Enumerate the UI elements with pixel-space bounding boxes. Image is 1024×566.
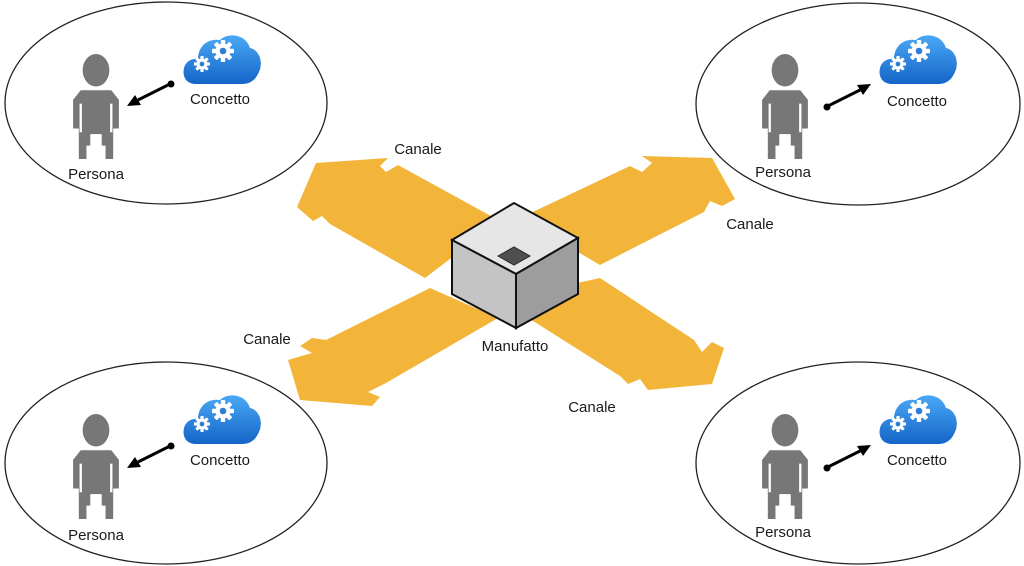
concept-label: Concetto bbox=[190, 452, 250, 469]
channel-label-down-left: Canale bbox=[243, 331, 291, 348]
group-boundary bbox=[695, 2, 1021, 206]
person-label: Persona bbox=[68, 166, 125, 183]
group-boundary bbox=[4, 361, 328, 565]
channel-label-up-right: Canale bbox=[726, 216, 774, 233]
group-bottom-left: Persona Concetto bbox=[4, 361, 328, 565]
group-boundary bbox=[4, 1, 328, 205]
person-label: Persona bbox=[68, 527, 125, 544]
person-label: Persona bbox=[755, 164, 812, 181]
group-boundary bbox=[695, 361, 1021, 565]
relation-arrow bbox=[127, 442, 175, 468]
relation-arrow bbox=[823, 84, 871, 111]
concept-label: Concetto bbox=[887, 452, 947, 469]
person-label: Persona bbox=[755, 524, 812, 541]
channel-arrow-up-left bbox=[297, 158, 500, 278]
relation-arrow bbox=[127, 80, 175, 106]
channel-arrow-down-left bbox=[288, 288, 498, 406]
relation-arrow bbox=[823, 445, 871, 472]
channel-label-down-right: Canale bbox=[568, 399, 616, 416]
artifact-label: Manufatto bbox=[482, 338, 549, 355]
group-bottom-right: Persona Concetto bbox=[695, 361, 1021, 565]
group-top-right: Persona Concetto bbox=[695, 2, 1021, 206]
channel-label-up-left: Canale bbox=[394, 141, 442, 158]
group-top-left: Persona Concetto bbox=[4, 1, 328, 205]
concept-label: Concetto bbox=[190, 91, 250, 108]
artifact-cube bbox=[449, 201, 581, 330]
concept-label: Concetto bbox=[887, 93, 947, 110]
